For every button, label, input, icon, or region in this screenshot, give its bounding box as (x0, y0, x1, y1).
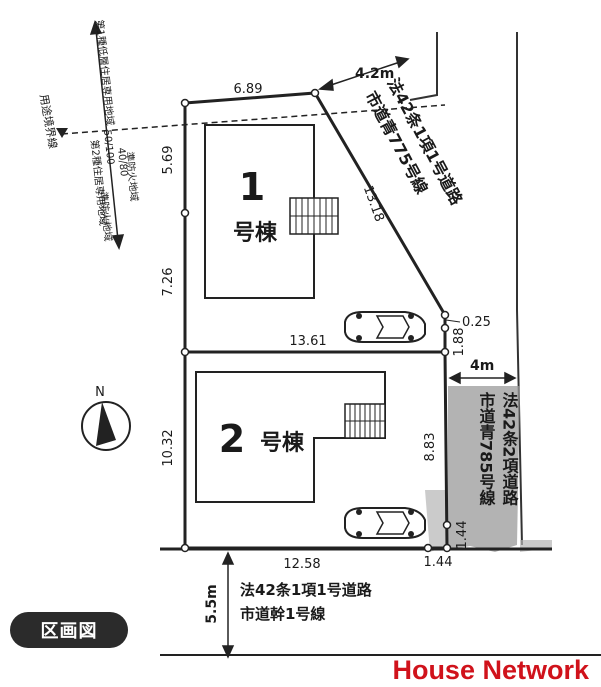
dim-right-b: 1.88 (452, 328, 467, 357)
east-road-line2: 市道青785号線 (477, 391, 496, 506)
driveway-shade-2 (425, 490, 447, 552)
south-road-width (221, 551, 235, 659)
dim-left2: 10.32 (161, 429, 176, 466)
east-road-text: 法42条2項道路 市道青785号線 (477, 391, 520, 506)
south-road-line1: 法42条1項1号道路 (240, 581, 373, 599)
ne-road-width-label: 4.2m (355, 66, 394, 82)
building-1-footprint (204, 124, 315, 299)
lot1-number: 1 (239, 165, 265, 209)
zoning-lower-ratio: 50/100 (101, 129, 116, 165)
zoning-upper-fire: 準防火地域 (123, 151, 141, 202)
dim-top: 6.89 (234, 82, 263, 97)
zoning-boundary-label: 用途境界線 (37, 93, 60, 150)
leader-line (445, 319, 461, 323)
driveway-shade (448, 386, 520, 552)
car-icon (344, 507, 426, 539)
east-road-width-label: 4m (470, 358, 494, 374)
plan-badge: 区画図 (10, 612, 128, 648)
ne-road-width (317, 56, 410, 91)
south-road-width-label: 5.5m (204, 584, 220, 623)
dim-bottom: 12.58 (283, 557, 320, 572)
east-road-width (448, 371, 517, 385)
dim-left1-upper: 5.69 (161, 146, 176, 175)
dim-right-c: 8.83 (423, 433, 438, 462)
road-edge-east (516, 32, 523, 546)
dim-bottom-right: 1.44 (424, 555, 453, 570)
compass-north-label: N (95, 385, 105, 400)
dim-right-d: 1.44 (455, 521, 470, 550)
dim-right-a: 0.25 (462, 315, 491, 330)
road-edge-northeast (409, 32, 438, 101)
zoning-marker-icon (56, 128, 68, 138)
zoning-lower-fire: 準防火地域 (97, 191, 115, 242)
dim-left1-lower: 7.26 (161, 268, 176, 297)
lot2-label: 号棟 (260, 430, 305, 456)
dim-mid: 13.61 (289, 334, 326, 349)
survey-points (180, 88, 452, 553)
building-1-stair-lines (290, 198, 338, 234)
ne-road-text: 法42条1項1号道路 市道青775号線 (361, 75, 466, 209)
lot1-label: 号棟 (233, 220, 278, 246)
building-2-stair-lines (345, 404, 385, 438)
dim-diag: 13.18 (360, 184, 387, 224)
zoning-arrow (89, 20, 125, 251)
brand-logo-text: House Network (392, 655, 589, 685)
north-compass-icon (81, 401, 131, 451)
zoning-upper-ratio: 40/80 (115, 147, 129, 177)
lot2-number: 2 (219, 417, 245, 461)
car-icon (344, 311, 426, 343)
south-road-line2: 市道幹1号線 (240, 605, 325, 623)
zoning-upper-zone: 第1種低層住居専用地域 (93, 19, 117, 126)
zoning-boundary-line (61, 104, 446, 135)
east-road-line1: 法42条2項道路 (500, 391, 520, 506)
building-2-footprint (195, 371, 386, 503)
lot1-boundary (183, 91, 447, 354)
